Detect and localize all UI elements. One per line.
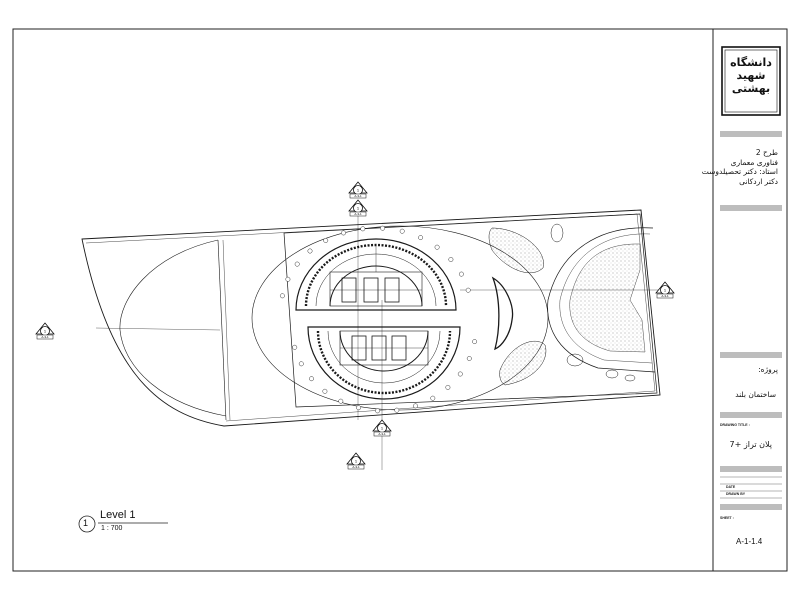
drawing-title: پلان تراز +7: [729, 440, 772, 449]
view-title: Level 1: [100, 509, 136, 521]
grid-bubble: [418, 235, 424, 241]
course-line-2: فناوری معماری: [730, 157, 778, 167]
grid-bubble: [341, 230, 346, 236]
grid-bubble: [445, 384, 451, 390]
grid-bubble: [292, 344, 298, 350]
section-marker-top-2: 1A-3-1: [348, 199, 368, 217]
section-marker-bottom-2: 1A-3-1: [346, 452, 366, 470]
course-line-1: طرح 2: [755, 148, 778, 157]
section-marker-ref: A-3-1: [354, 212, 362, 216]
project-label: پروژه:: [758, 365, 778, 374]
tower-ellipse: [251, 225, 549, 411]
project-name: ساختمان بلند: [735, 390, 776, 399]
stripe-4: [720, 412, 782, 418]
grid-bubble: [413, 403, 418, 409]
grid-bubble: [309, 376, 314, 382]
grid-bubble: [394, 407, 400, 413]
stripe-5: [720, 466, 782, 472]
stripe-6: [720, 504, 782, 510]
section-marker-number: 1: [381, 425, 384, 430]
grid-bubble: [399, 228, 405, 234]
view-scale: 1 : 700: [101, 525, 123, 532]
lens-element: [491, 276, 514, 351]
planting-bottom: [499, 340, 547, 386]
grid-bubble: [307, 248, 313, 254]
section-marker-number: 1: [355, 458, 358, 463]
sheet-label: SHEET :: [720, 516, 734, 520]
sheet-number: A-1-1.4: [736, 537, 763, 546]
stripe-2: [720, 205, 782, 211]
grid-lines: [95, 200, 660, 470]
drawn-by-label: DRAWN BY: [726, 492, 746, 496]
grid-bubble: [472, 339, 478, 345]
date-label: DATE: [726, 485, 736, 489]
grid-bubble: [338, 398, 344, 404]
view-title-block: [78, 515, 168, 533]
section-marker-left: 1A-3-1: [35, 322, 55, 340]
grid-bubble: [466, 356, 472, 361]
building-platform: [283, 213, 658, 408]
site-outline: [81, 209, 661, 427]
section-marker-ref: A-3-1: [354, 194, 362, 198]
grid-bubble: [298, 361, 304, 367]
planting-top: [488, 227, 544, 273]
section-marker-number: 1: [357, 205, 360, 210]
grid-bubble: [285, 276, 291, 282]
stripe-3: [720, 352, 782, 358]
upper-tower: [295, 238, 457, 311]
section-marker-ref: A-3-1: [352, 465, 360, 469]
left-plaza-curve: [119, 239, 227, 417]
course-info: طرح 2 فناوری معماری استاد: دکتر تحصیلدوس…: [701, 148, 778, 186]
section-marker-bottom-1: 1A-3-1: [372, 419, 392, 437]
grid-bubble: [448, 257, 454, 262]
sheet-border: [12, 28, 788, 572]
section-marker-number: 1: [664, 287, 667, 292]
section-marker-ref: A-3-1: [661, 294, 669, 298]
grid-bubble: [434, 244, 440, 250]
grid-bubble: [279, 293, 285, 299]
stripe-1: [720, 131, 782, 137]
grid-bubble: [323, 238, 329, 243]
grid-bubble: [380, 225, 386, 231]
grid-bubble: [458, 271, 464, 277]
floor-plan: [81, 200, 661, 470]
section-markers: 1A-3-11A-3-11A-3-11A-3-11A-3-11A-3-1: [35, 181, 675, 470]
grid-bubbles: [279, 225, 478, 414]
view-number: 1: [83, 518, 89, 528]
grid-bubble: [360, 226, 366, 232]
section-marker-right: 1A-3-1: [655, 281, 675, 299]
course-line-3: استاد: دکتر تحصیلدوست: [701, 167, 778, 176]
section-marker-top-1: 1A-3-1: [348, 181, 368, 199]
logo: [721, 46, 781, 116]
section-marker-number: 1: [357, 187, 360, 192]
grid-bubble: [294, 261, 300, 267]
right-courtyard: [547, 227, 656, 373]
drawing-title-label: DRAWING TITLE :: [720, 423, 750, 427]
grid-bubble: [356, 405, 362, 411]
grid-bubble: [375, 408, 381, 414]
grid-bubble: [430, 395, 436, 401]
site-outline-inner: [85, 213, 656, 422]
grid-bubble: [465, 287, 471, 293]
section-marker-ref: A-3-1: [41, 335, 49, 339]
section-marker-number: 1: [44, 328, 47, 333]
grid-bubble: [322, 388, 328, 394]
right-courtyard-hatch: [569, 243, 646, 353]
lower-tower: [307, 326, 461, 400]
grid-bubble: [457, 371, 463, 377]
course-line-4: دکتر اردکانی: [739, 176, 778, 186]
view-number-circle: [78, 515, 96, 533]
section-marker-ref: A-3-1: [378, 432, 386, 436]
logo-text: دانشگاه شهید بهشتی: [730, 56, 772, 95]
